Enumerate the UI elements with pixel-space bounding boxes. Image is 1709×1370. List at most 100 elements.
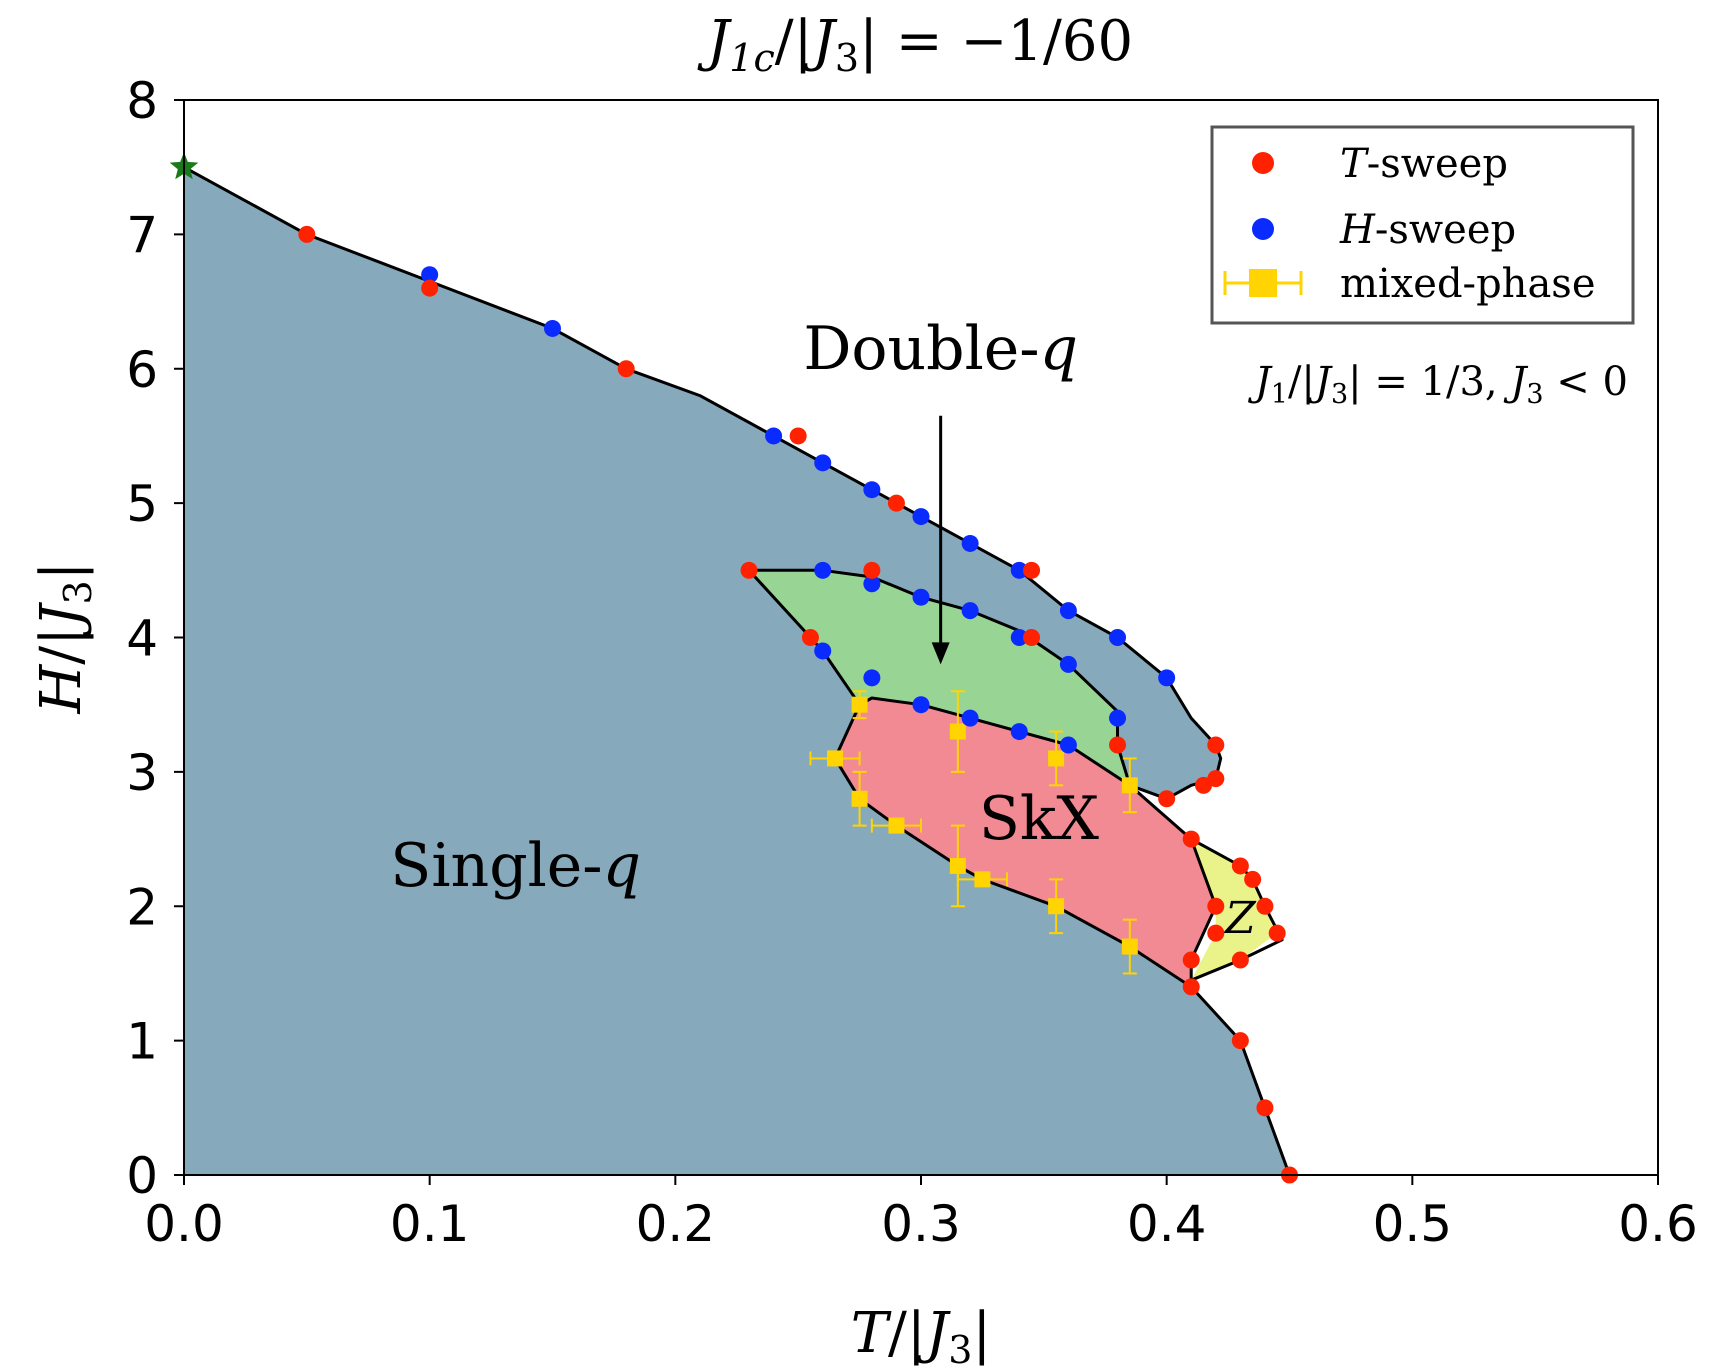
region-skx: [835, 698, 1216, 987]
y-tick-label: 3: [126, 744, 158, 802]
h-sweep-point: [1109, 629, 1127, 646]
t-sweep-point: [1231, 951, 1249, 969]
x-tick-label: 0.5: [1373, 1195, 1453, 1253]
t-sweep-point: [1207, 924, 1225, 942]
t-sweep-point: [801, 629, 819, 646]
t-sweep-point: [887, 494, 905, 512]
mixed-phase-point: [949, 824, 966, 908]
t-sweep-point: [617, 360, 635, 378]
phase-regions: [184, 167, 1290, 1175]
mixed-phase-point: [949, 690, 966, 773]
mixed-phase-marker: [974, 871, 991, 888]
h-sweep-point: [1010, 723, 1028, 741]
t-sweep-point: [1207, 897, 1225, 915]
legend-label: T-sweepT-sweep: [1340, 141, 1508, 187]
h-sweep-point: [1010, 561, 1028, 579]
t-sweep-point: [1182, 951, 1200, 969]
boundary-line-2: [747, 569, 1218, 987]
t-sweep-point: [1207, 736, 1225, 754]
t-sweep-point: [1109, 736, 1127, 754]
arrow-head: [931, 642, 950, 665]
sweep-points: [169, 152, 1298, 1184]
region-label-z: ZZ: [1223, 893, 1257, 944]
t-sweep-point: [1244, 870, 1262, 888]
legend-item: T-sweepT-sweep: [1252, 141, 1508, 187]
y-tick-label: 0: [126, 1147, 158, 1205]
t-sweep-point: [1158, 790, 1176, 808]
y-tick-label: 6: [126, 341, 158, 399]
h-sweep-point: [961, 534, 979, 552]
h-sweep-legend-marker: [1252, 218, 1274, 240]
x-tick-label: 0.3: [881, 1195, 961, 1253]
mixed-phase-point: [809, 750, 861, 767]
y-tick-label: 4: [126, 610, 158, 668]
t-sweep-point: [1231, 1032, 1249, 1050]
mixed-phase-marker: [1048, 898, 1065, 915]
h-sweep-point: [1109, 709, 1127, 727]
t-sweep-point: [1023, 561, 1041, 579]
legend-square-marker: [1249, 269, 1277, 297]
h-sweep-point: [1059, 736, 1077, 754]
chart-title: J1c/|J3| = −1/60J_1c/|J_3| = −1/60: [697, 9, 1133, 80]
t-sweep-point: [421, 279, 439, 297]
h-sweep-point: [1059, 655, 1077, 673]
legend-label: mixed-phasemixed-phase: [1340, 261, 1596, 307]
y-tick-label: 5: [126, 475, 158, 533]
mixed-phase-point: [1121, 918, 1138, 975]
x-axis-label: T/|J3|T/|J_3|: [851, 1301, 992, 1370]
mixed-phase-marker: [949, 857, 966, 874]
t-sweep-point: [1268, 924, 1286, 942]
t-sweep-point: [1231, 857, 1249, 875]
region-z: [1191, 839, 1278, 981]
mixed-phase-marker: [1121, 938, 1138, 955]
mixed-phase-marker: [888, 817, 905, 834]
mixed-phase-point: [1048, 730, 1065, 787]
t-sweep-point: [1182, 830, 1200, 848]
x-tick-label: 0.4: [1127, 1195, 1207, 1253]
h-sweep-point: [544, 319, 561, 337]
mixed-phase-marker: [851, 790, 868, 807]
h-sweep-point: [961, 709, 979, 727]
mixed-phase-point: [1121, 757, 1138, 814]
h-sweep-point: [961, 602, 979, 620]
h-sweep-point: [814, 454, 832, 472]
y-tick-label: 2: [126, 878, 158, 936]
mixed-phase-marker: [827, 750, 844, 767]
t-sweep-point: [1195, 776, 1213, 794]
h-sweep-point: [863, 669, 881, 687]
mixed-phase-point: [851, 690, 868, 720]
t-sweep-point: [1023, 629, 1041, 646]
x-tick-label: 0.1: [390, 1195, 470, 1253]
region-double-q: [749, 570, 1130, 786]
legend-box: [1210, 125, 1635, 325]
x-tick-label: 0.6: [1618, 1195, 1698, 1253]
parameter-note: J1/|J3| = 1/3, J3 < 0J_1/|J_3| = 1/3, J_…: [1248, 359, 1628, 410]
h-sweep-point: [421, 266, 439, 284]
x-tick-label: 0.0: [144, 1195, 224, 1253]
h-sweep-point: [1158, 669, 1176, 687]
h-sweep-point: [1010, 629, 1028, 646]
mixed-phase-point: [956, 871, 1008, 888]
y-tick-label: 7: [126, 206, 158, 264]
mixed-phase-point: [851, 770, 868, 827]
region-label-single-q: Single-qSingle-q: [390, 831, 641, 901]
t-sweep-point: [740, 561, 758, 579]
h-sweep-point: [1059, 602, 1077, 620]
x-tick-label: 0.2: [636, 1195, 716, 1253]
y-tick-label: 1: [126, 1013, 158, 1071]
region-label-skx: SkXSkX: [979, 784, 1099, 854]
mixed-phase-series: [809, 690, 1138, 975]
region-single-q: [184, 167, 1290, 1175]
boundary-line-1: [749, 568, 1132, 786]
mixed-phase-point: [1048, 878, 1065, 935]
h-sweep-point: [912, 696, 930, 714]
t-sweep-point: [1256, 897, 1274, 915]
t-sweep-point: [298, 225, 316, 243]
h-sweep-point: [863, 481, 881, 499]
